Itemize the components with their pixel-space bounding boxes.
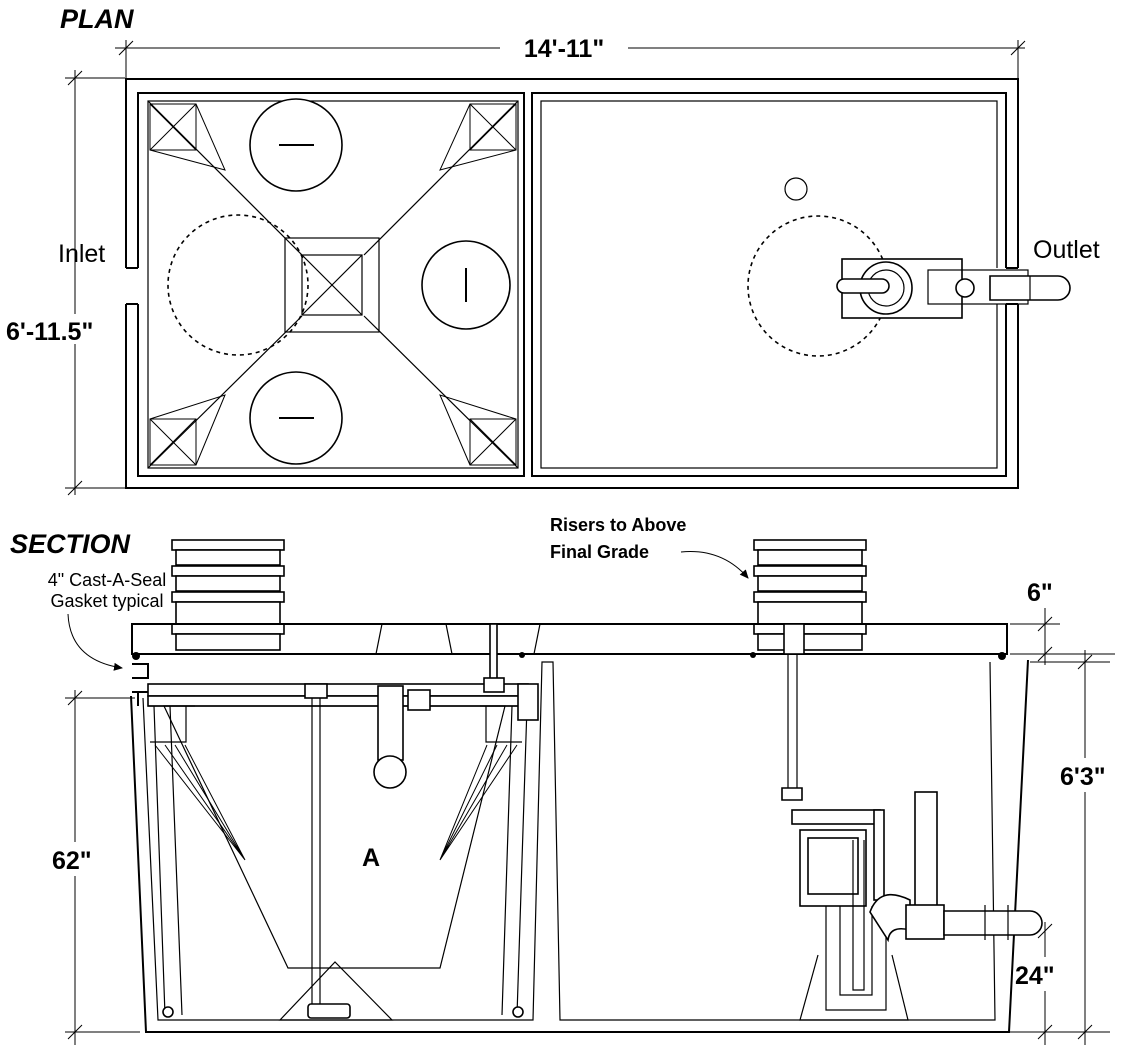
plan-width-dimension: 6'-11.5"	[6, 70, 125, 496]
gasket-note-line1: 4" Cast-A-Seal	[48, 570, 166, 590]
chamber-b-plan	[747, 177, 1071, 357]
chamber-a-label: A	[362, 844, 380, 872]
chamber-a-section: A	[147, 623, 539, 1021]
height-dim-label: 6'3"	[1060, 763, 1106, 791]
riser-left	[171, 539, 285, 651]
section-title: SECTION	[10, 529, 131, 559]
plan-width-label: 6'-11.5"	[6, 318, 93, 346]
lid-dim-label: 6"	[1027, 579, 1053, 607]
height-dimension: 6'3"	[1005, 650, 1128, 1045]
plan-length-dimension: 14'-11"	[115, 34, 1026, 80]
outlet-label: Outlet	[1033, 236, 1100, 264]
risers-note-line2: Final Grade	[550, 542, 649, 562]
section-view: SECTION 4" Cast-A-Seal Gasket typical Ri…	[10, 515, 1128, 1045]
outlet-height-label: 24"	[1015, 962, 1055, 990]
access-ports-plan	[167, 98, 511, 465]
tank-body-section	[130, 659, 1029, 1033]
plan-title: PLAN	[60, 4, 134, 34]
plan-view: PLAN 14'-11" 6'-11.5"	[6, 4, 1100, 496]
risers-note-line1: Risers to Above	[550, 515, 686, 535]
tank-inner-walls	[142, 661, 996, 1021]
hopper-plan	[147, 100, 519, 469]
riser-right	[753, 539, 867, 651]
gasket-note-line2: Gasket typical	[50, 591, 163, 611]
tank-lid	[131, 623, 1008, 655]
inlet-height-label: 62"	[52, 847, 92, 875]
inlet-riser-circle	[167, 214, 309, 356]
chamber-b-section	[781, 623, 1043, 1021]
inlet-height-dimension: 62"	[50, 690, 140, 1045]
chamber-a-inner	[147, 100, 519, 469]
lid-dimension: 6"	[1010, 579, 1115, 665]
inlet-label: Inlet	[58, 240, 105, 268]
plan-length-label: 14'-11"	[524, 35, 604, 63]
outlet-height-dimension: 24"	[1014, 922, 1072, 1045]
